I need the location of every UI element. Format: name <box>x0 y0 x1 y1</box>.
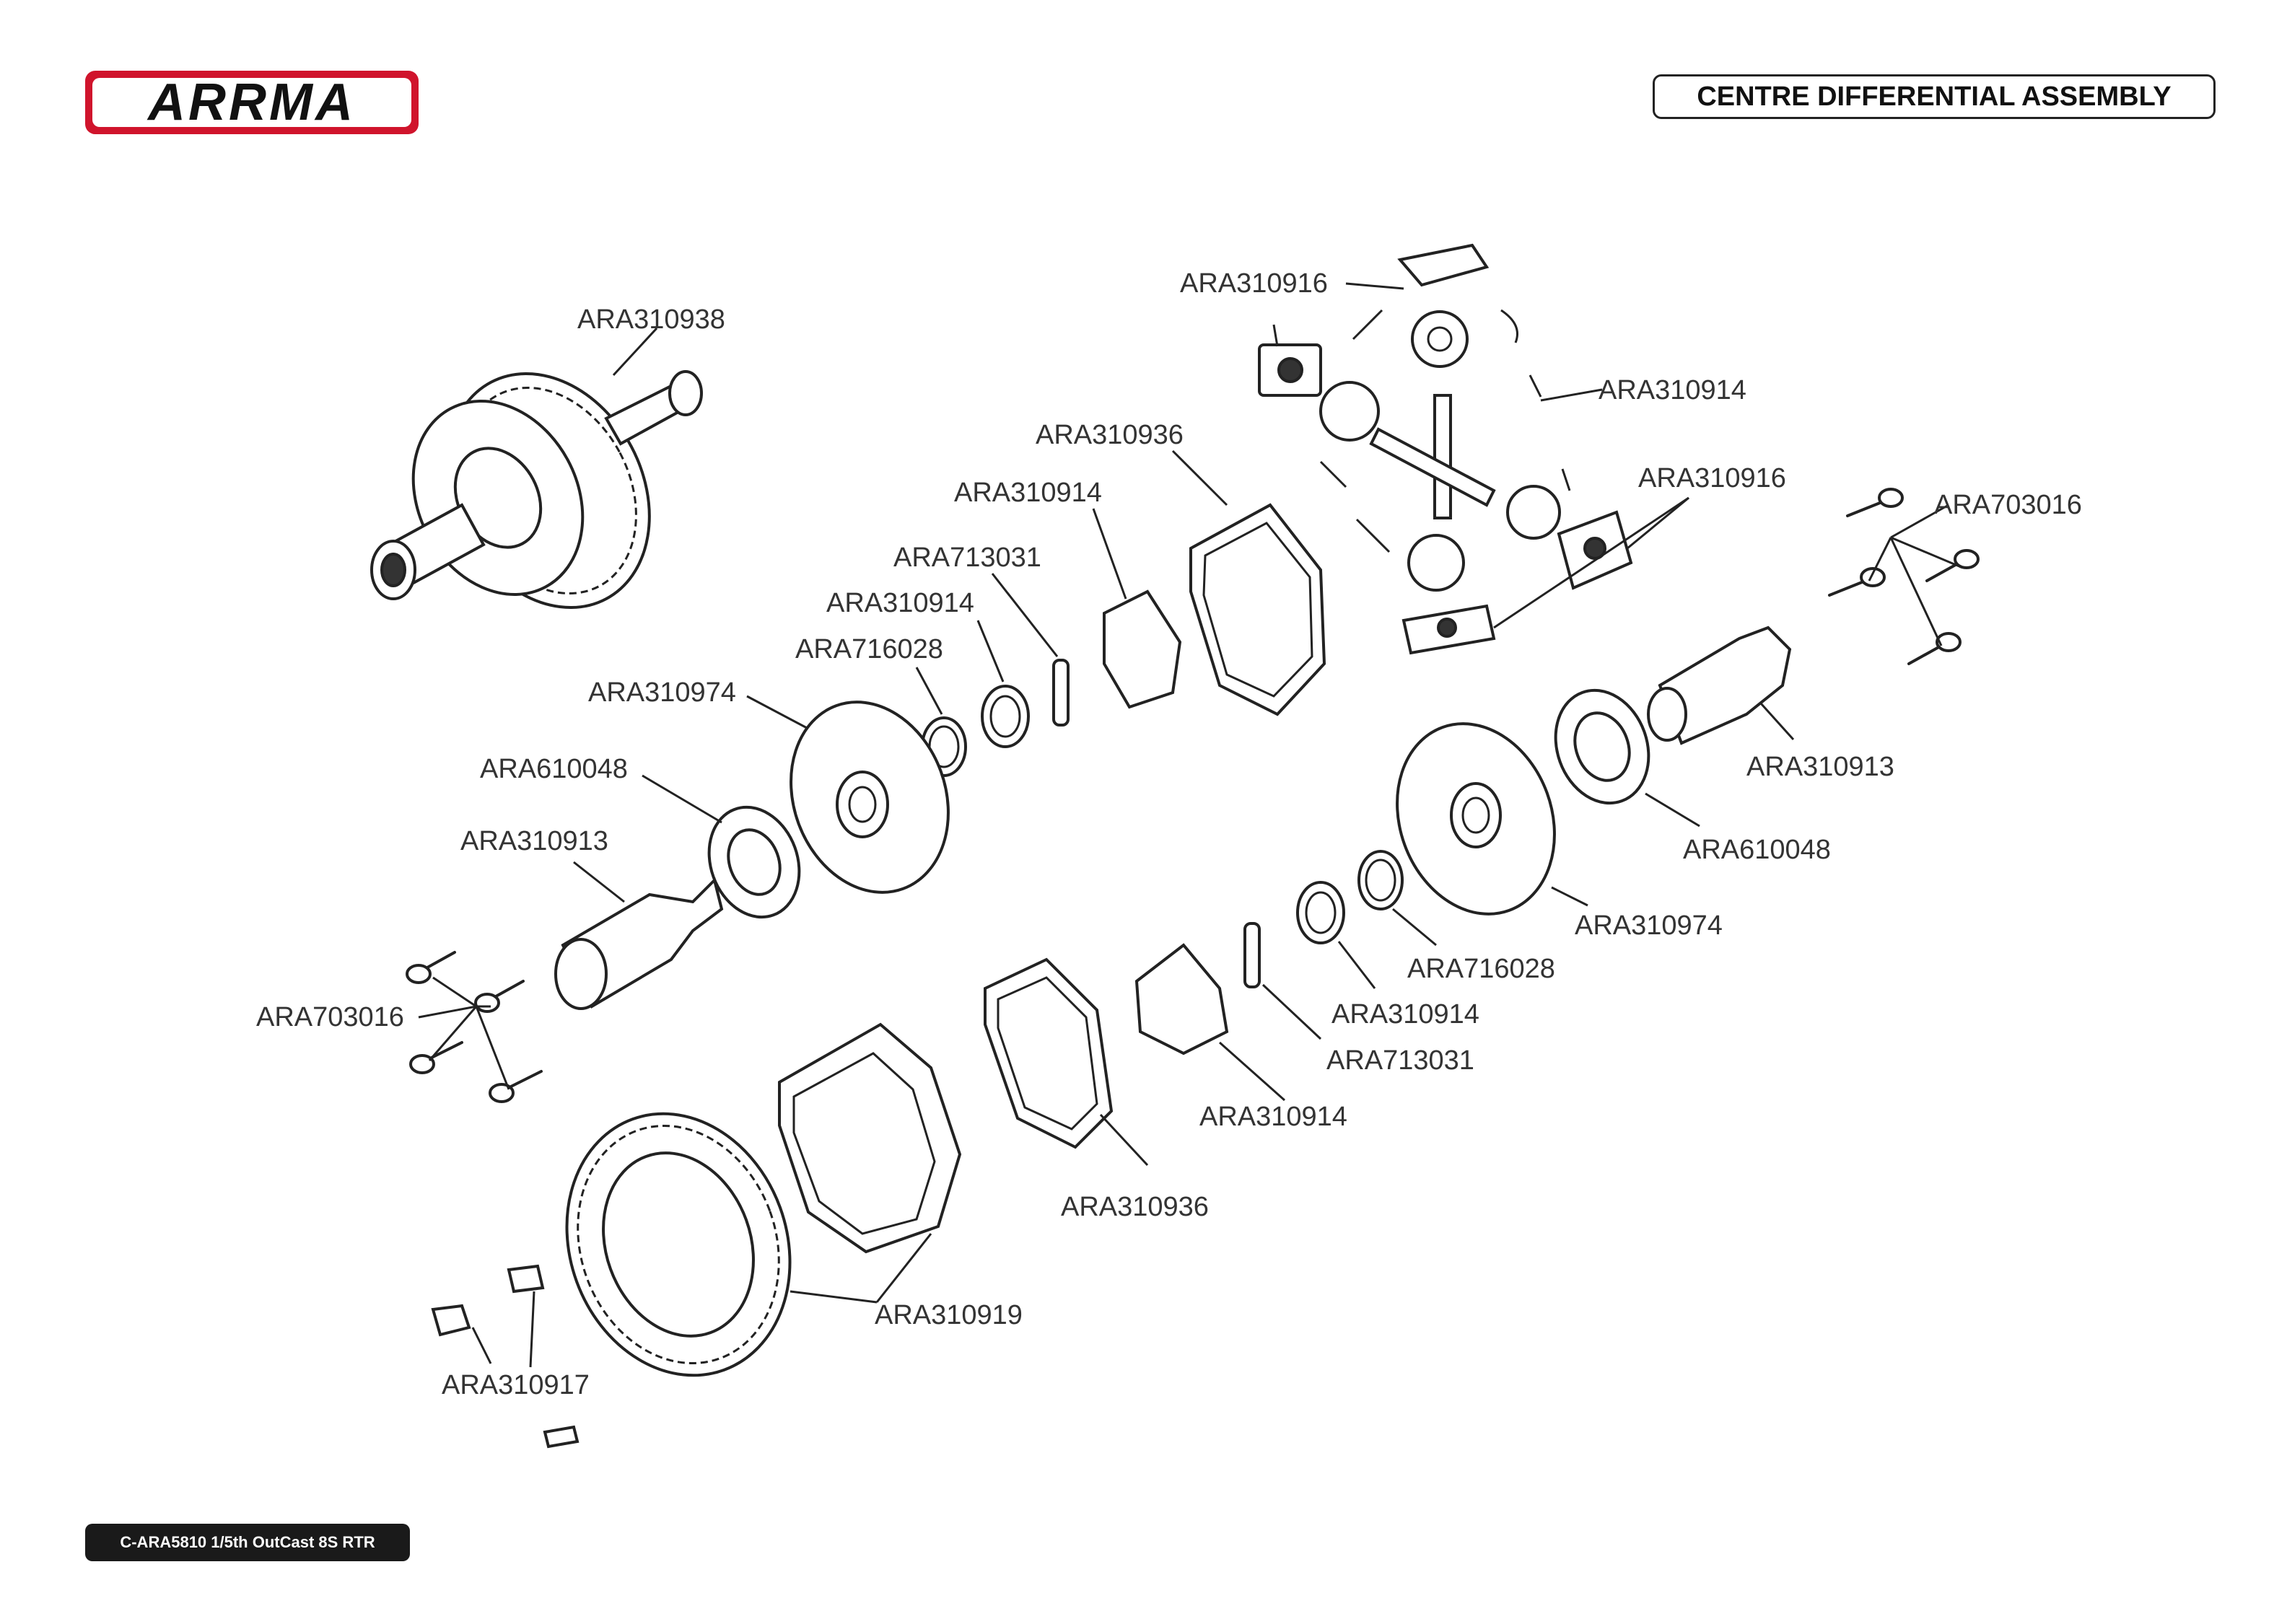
label-ara310917: ARA310917 <box>442 1370 590 1400</box>
label-ara310913-a: ARA310913 <box>460 826 608 856</box>
part-labels: ARA310938 ARA310916 ARA310914 ARA310936 … <box>256 268 2082 1400</box>
label-ara310914-r: ARA310914 <box>1331 999 1479 1030</box>
label-ara310914-a: ARA310914 <box>954 478 1102 508</box>
label-ara713031-a: ARA713031 <box>893 543 1041 573</box>
label-ara610048-a: ARA610048 <box>480 754 628 784</box>
footer-model-code: C-ARA5810 1/5th OutCast 8S RTR <box>120 1533 375 1551</box>
case-and-ring-gear-illustration <box>431 1022 962 1449</box>
label-ara703016-r: ARA703016 <box>1934 490 2082 520</box>
upper-chain-illustration <box>406 503 1326 1103</box>
footer-badge: C-ARA5810 1/5th OutCast 8S RTR <box>85 1524 410 1561</box>
spider-gear-group-illustration <box>1258 243 1633 655</box>
label-ara310936-top: ARA310936 <box>1036 420 1184 450</box>
title-box: CENTRE DIFFERENTIAL ASSEMBLY <box>1653 74 2216 119</box>
label-ara716028-a: ARA716028 <box>795 634 943 664</box>
label-ara310914-c: ARA310914 <box>1199 1102 1347 1132</box>
label-ara310914-b: ARA310914 <box>826 588 974 618</box>
label-ara310916-top: ARA310916 <box>1180 268 1328 299</box>
assembled-differential-illustration <box>370 370 703 610</box>
right-chain-illustration <box>984 488 1980 1149</box>
label-ara713031-r: ARA713031 <box>1326 1045 1474 1076</box>
page-title: CENTRE DIFFERENTIAL ASSEMBLY <box>1697 81 2172 112</box>
label-ara610048-r: ARA610048 <box>1683 835 1831 865</box>
label-ara310938: ARA310938 <box>577 304 725 335</box>
label-ara310974-r: ARA310974 <box>1575 910 1723 941</box>
logo-text: ARRMA <box>147 74 356 131</box>
label-ara310914-top: ARA310914 <box>1599 375 1746 405</box>
label-ara310974-a: ARA310974 <box>588 677 736 708</box>
label-ara310919: ARA310919 <box>875 1300 1023 1330</box>
label-ara716028-r: ARA716028 <box>1407 954 1555 984</box>
arrma-logo: ARRMA <box>85 71 419 134</box>
leader-lines <box>418 282 1960 1368</box>
label-ara310913-r: ARA310913 <box>1746 752 1894 782</box>
label-ara703016-a: ARA703016 <box>256 1002 404 1032</box>
label-ara310916-r: ARA310916 <box>1638 463 1786 493</box>
label-ara310936-b: ARA310936 <box>1061 1192 1209 1222</box>
